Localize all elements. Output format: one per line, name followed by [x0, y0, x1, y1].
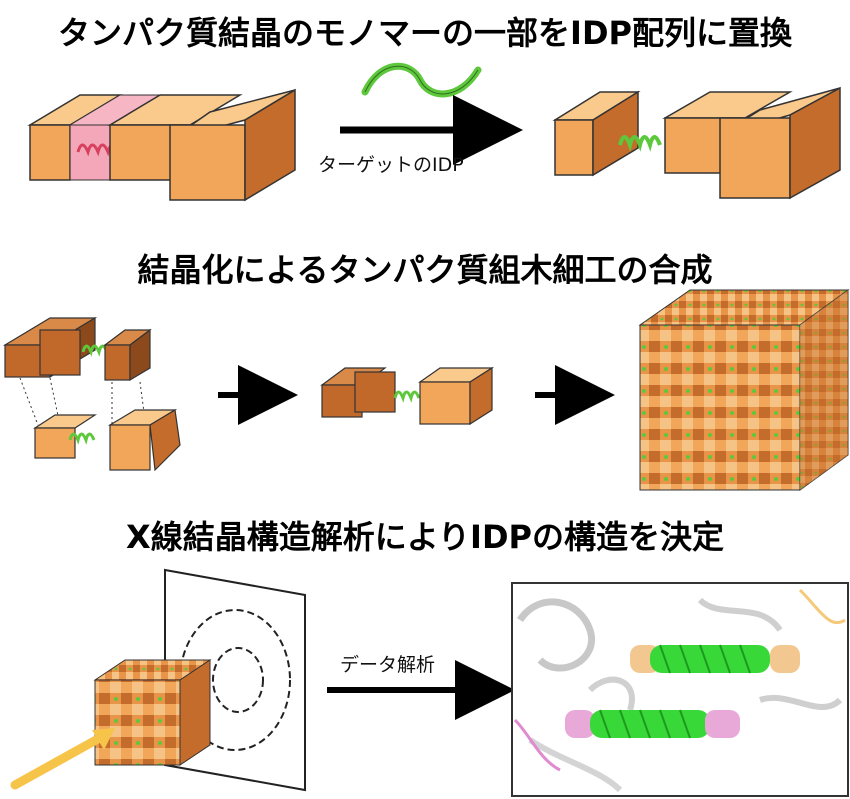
- original-monomer: [27, 88, 296, 202]
- modified-monomer: [552, 86, 841, 200]
- idp-helix-icon: [361, 62, 482, 98]
- monomer-pair-stacked: [2, 316, 181, 472]
- crystal-lattice-icon: [638, 289, 850, 491]
- section1-title: タンパク質結晶のモノマーの一部をIDP配列に置換: [58, 14, 792, 52]
- small-crystal: [93, 659, 212, 766]
- section2-title: 結晶化によるタンパク質組木細工の合成: [137, 251, 713, 289]
- section3-arrow-label: データ解析: [340, 654, 436, 676]
- section3-title: X線結晶構造解析によりIDPの構造を決定: [126, 518, 724, 556]
- section1-arrow-label: ターゲットのIDP: [318, 154, 464, 176]
- xray-beam-icon: [10, 730, 110, 790]
- interlocked-pair: [320, 366, 495, 426]
- structure-render-icon: [511, 582, 849, 797]
